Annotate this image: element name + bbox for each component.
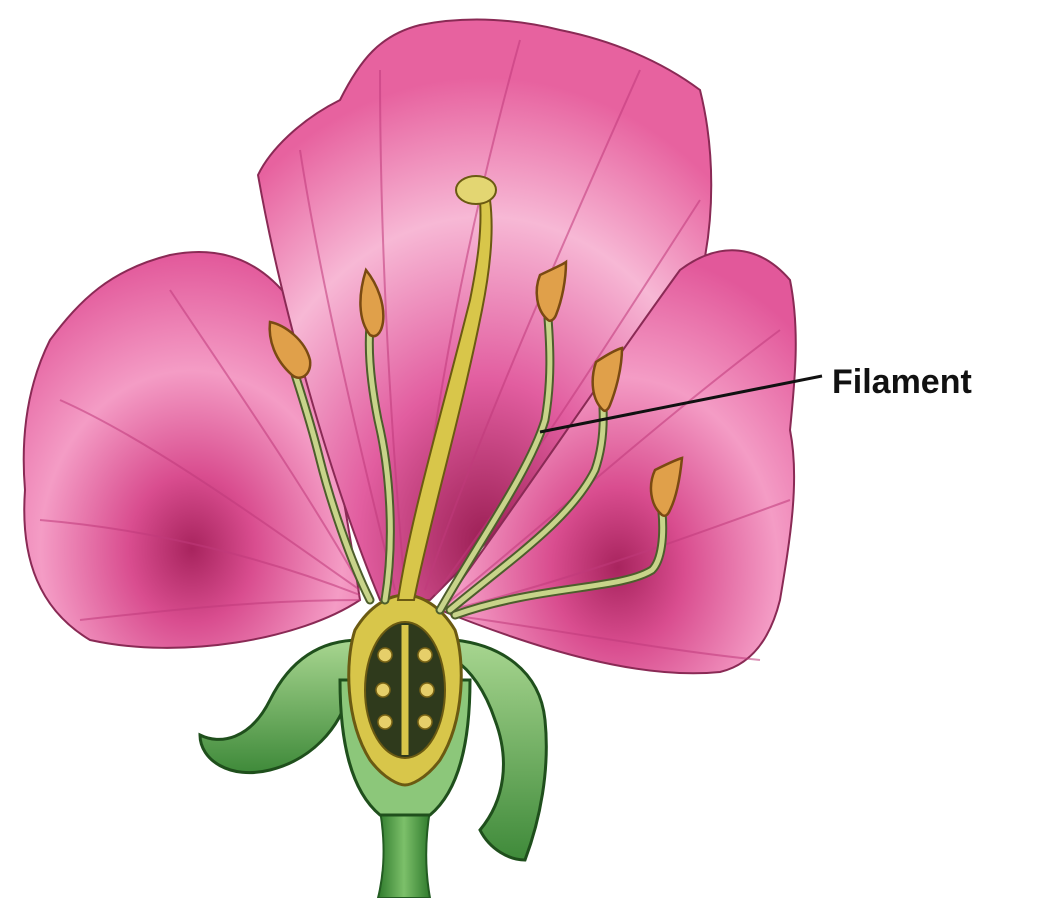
filament-label: Filament	[832, 363, 972, 401]
sepal-right	[455, 640, 546, 860]
sepal-left	[200, 640, 360, 773]
stem	[378, 810, 430, 898]
stigma	[456, 176, 496, 204]
